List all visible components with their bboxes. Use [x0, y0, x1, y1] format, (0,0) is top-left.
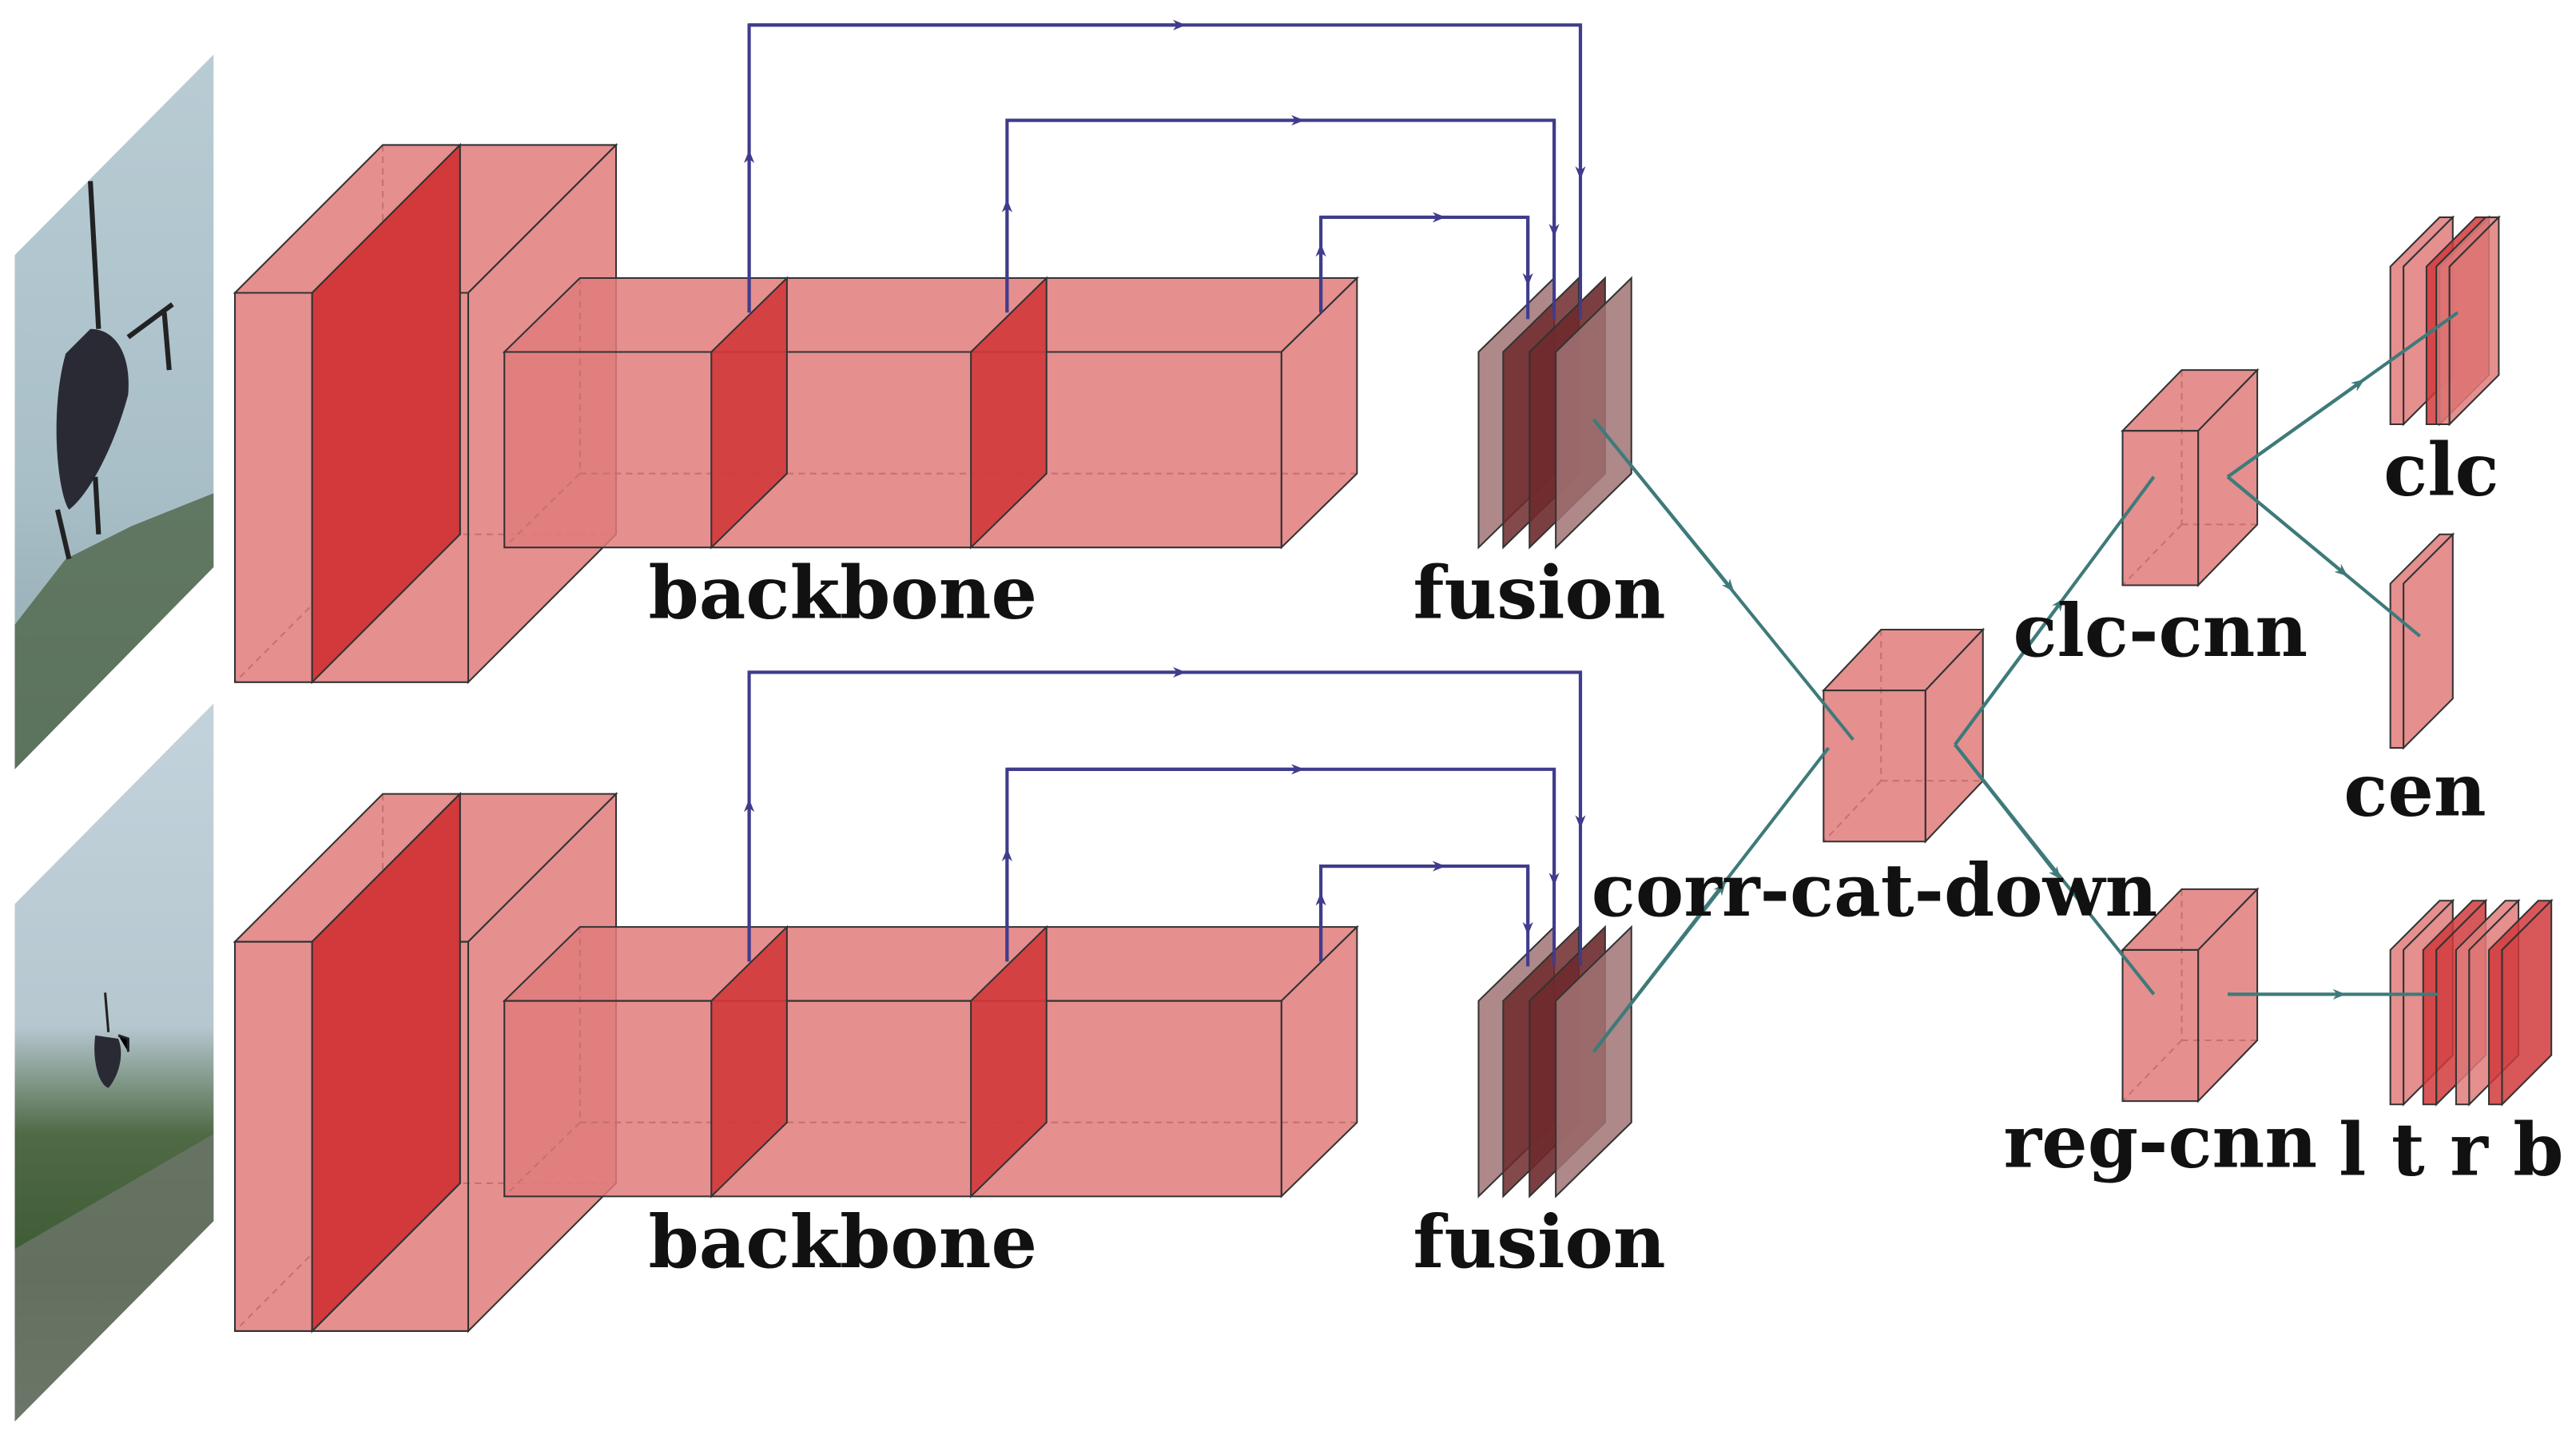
skip-connections [744, 19, 1586, 967]
input-image-search [14, 703, 214, 1422]
fusion-block-bottom [1477, 924, 1632, 1198]
skip-connections-bottom [744, 666, 1586, 967]
skip-connections-top [744, 19, 1586, 320]
label-corr-cat-down: corr-cat-down [1592, 849, 2157, 933]
label-fusion-bottom: fusion [1413, 1200, 1666, 1285]
label-clc-cnn: clc-cnn [2013, 589, 2308, 674]
label-reg-cnn: reg-cnn [2003, 1099, 2317, 1184]
skip-arrow-4 [747, 670, 1583, 967]
label-ltrb: l t r b [2339, 1108, 2564, 1193]
input-block-bottom [233, 792, 618, 1334]
fusion-block-top [1477, 276, 1632, 550]
clc-cnn-block [2121, 368, 2260, 588]
labels: backbone fusion backbone fusion corr-cat… [649, 427, 2564, 1284]
input-image-template [14, 54, 214, 769]
helicopter-icon [54, 181, 174, 560]
skip-arrow-1 [747, 23, 1583, 320]
corr-cat-down-block [1821, 627, 1986, 844]
backbone-block-bottom [502, 924, 1359, 1198]
label-clc: clc [2383, 427, 2499, 512]
cen-output [2389, 532, 2455, 750]
flow-arrows [1592, 311, 2459, 1053]
label-backbone-bottom: backbone [649, 1200, 1037, 1285]
helicopter-small-icon [94, 992, 129, 1088]
backbone-block-top [502, 276, 1359, 550]
ltrb-output-3 [2487, 898, 2554, 1107]
label-backbone-top: backbone [649, 551, 1037, 636]
label-cen: cen [2343, 748, 2486, 833]
cuboid-layer [233, 142, 2554, 1334]
label-fusion-top: fusion [1413, 551, 1666, 636]
